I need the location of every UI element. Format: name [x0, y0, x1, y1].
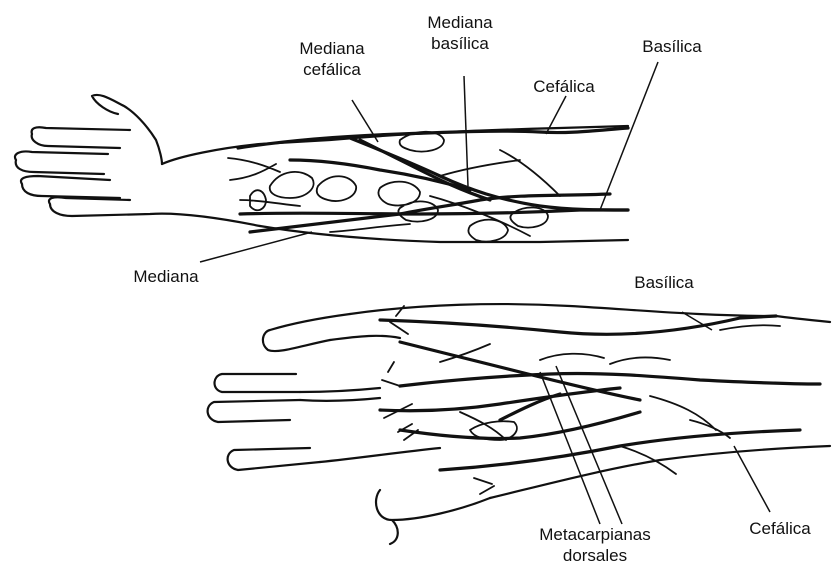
label-mediana-basilica-line1: Mediana: [412, 12, 508, 33]
label-mediana-cefalica: Mediana cefálica: [284, 38, 380, 80]
label-metacarpianas: Metacarpianas dorsales: [520, 524, 670, 566]
label-basilica-hand: Basílica: [616, 272, 712, 293]
label-cefalica-forearm: Cefálica: [516, 76, 612, 97]
hand-fingers-outline: [208, 314, 490, 544]
label-mediana: Mediana: [118, 266, 214, 287]
label-cefalica-hand: Cefálica: [732, 518, 828, 539]
leader-mediana: [200, 232, 312, 262]
label-mediana-cefalica-line2: cefálica: [284, 59, 380, 80]
hand-illustration: [208, 304, 830, 544]
leader-cefalica-hand: [734, 446, 770, 512]
forearm-illustration: [15, 95, 628, 242]
forearm-cephalic-vein: [238, 128, 628, 148]
label-mediana-cefalica-line1: Mediana: [284, 38, 380, 59]
label-metacarpianas-line2: dorsales: [520, 545, 670, 566]
hand-dorsal-arch-vein: [400, 373, 820, 386]
label-mediana-basilica-line2: basílica: [412, 33, 508, 54]
forearm-vein-loops: [228, 132, 560, 242]
label-metacarpianas-line1: Metacarpianas: [520, 524, 670, 545]
hand-basilic-vein: [380, 316, 776, 334]
label-basilica-forearm: Basílica: [624, 36, 720, 57]
forearm-hand-outline: [15, 95, 260, 226]
label-mediana-basilica: Mediana basílica: [412, 12, 508, 54]
forearm-basilic-vein: [240, 210, 628, 214]
